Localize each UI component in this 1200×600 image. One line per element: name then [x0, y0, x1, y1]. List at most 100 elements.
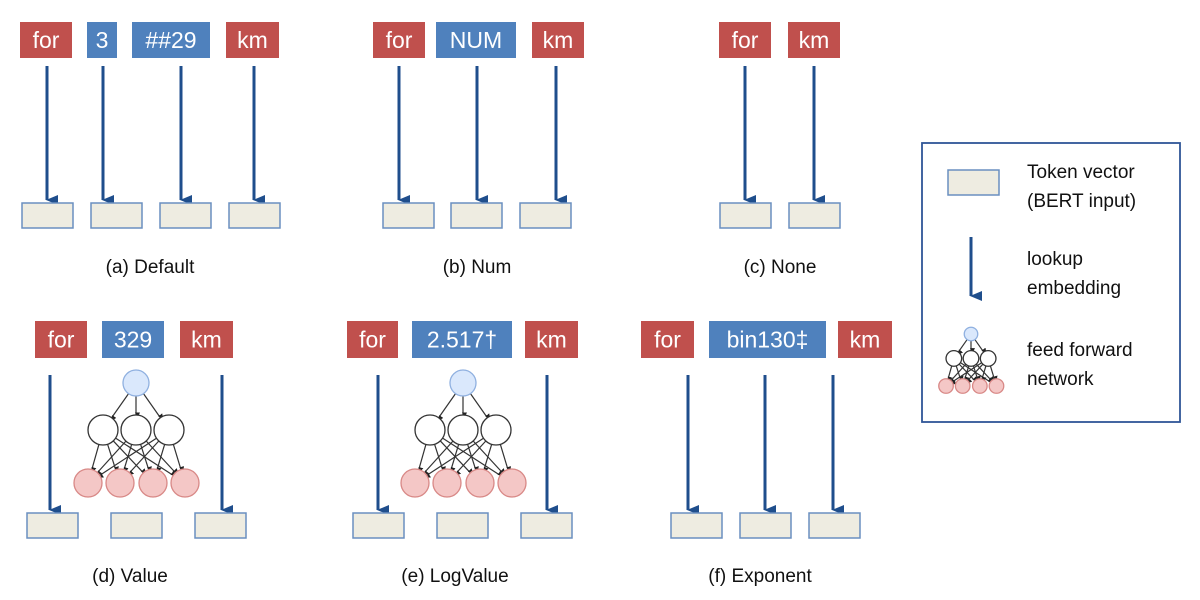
ffn-edge	[423, 440, 454, 476]
ffn-edge	[974, 339, 987, 354]
ffn-edge	[96, 440, 127, 476]
ffn-output-node	[105, 468, 135, 498]
token-label: km	[799, 27, 830, 53]
ffn-hidden-node	[962, 349, 980, 367]
ffn-edge	[438, 393, 457, 421]
token-label: bin130‡	[727, 327, 809, 353]
token-label: for	[732, 27, 759, 53]
ffn-output-node	[954, 378, 971, 394]
ffn-edge	[950, 362, 982, 385]
token-label: km	[536, 327, 567, 353]
panel-caption: (c) None	[744, 257, 817, 278]
legend-arrow-line2: embedding	[1027, 278, 1121, 299]
token-label: ##29	[145, 27, 196, 53]
ffn-edge	[499, 444, 512, 472]
legend-vector-line1: Token vector	[1027, 162, 1135, 183]
ffn-edge	[98, 437, 157, 478]
legend-ffn-line2: network	[1027, 369, 1094, 390]
legend-arrow-line1: lookup	[1027, 249, 1083, 270]
legend-vector-line2: (BERT input)	[1027, 191, 1136, 212]
ffn-output-node	[432, 468, 462, 498]
token-vector	[739, 512, 792, 539]
token-label: 3	[96, 27, 109, 53]
token-label: km	[543, 27, 574, 53]
panel-c: for km (c) None	[719, 22, 841, 278]
token-label: for	[359, 327, 386, 353]
number-token-box	[102, 321, 164, 358]
token-label: 2.517†	[427, 327, 497, 353]
token-label: NUM	[450, 27, 502, 53]
ffn-output-node	[73, 468, 103, 498]
ffn-output-node	[971, 378, 988, 394]
ffn-edge	[418, 444, 427, 473]
word-token-box	[20, 22, 72, 58]
ffn-input-node	[122, 369, 150, 397]
ffn-output-node	[170, 468, 200, 498]
ffn-output-node	[138, 468, 168, 498]
ffn-edge	[947, 365, 953, 382]
token-label: for	[654, 327, 681, 353]
word-token-box	[347, 321, 398, 358]
ffn-edge	[483, 444, 493, 473]
ffn-output-node	[465, 468, 495, 498]
token-label: km	[850, 327, 881, 353]
ffn-edge	[989, 365, 998, 381]
token-label: for	[386, 27, 413, 53]
token-vector	[719, 202, 772, 229]
panel-e: for 2.517† km (e) LogValue	[347, 321, 578, 587]
ffn-output-node	[400, 468, 430, 498]
panel-caption: (f) Exponent	[708, 566, 812, 587]
word-token-box	[641, 321, 694, 358]
ffn-output-node	[988, 378, 1005, 394]
token-label: 329	[114, 327, 152, 353]
token-vector	[670, 512, 723, 539]
panel-f: for bin130‡ km (f) Exponent	[641, 321, 892, 587]
token-vector	[21, 202, 74, 229]
word-token-box	[838, 321, 892, 358]
legend-box: Token vector(BERT input)lookupembeddingf…	[921, 142, 1181, 423]
ffn-hidden-node	[480, 414, 512, 446]
panel-caption: (e) LogValue	[401, 566, 508, 587]
ffn-edge	[111, 393, 130, 421]
token-label: km	[191, 327, 222, 353]
token-vector	[352, 512, 405, 539]
token-vector	[159, 202, 212, 229]
panel-b: for NUM km (b) Num	[373, 22, 584, 278]
number-token-box	[87, 22, 117, 58]
ffn-edge	[950, 363, 967, 384]
ffn-output-node	[938, 378, 954, 394]
panel-caption: (d) Value	[92, 566, 168, 587]
ffn-edge	[172, 444, 185, 472]
ffn-hidden-node	[979, 349, 997, 367]
panel-caption: (b) Num	[443, 257, 512, 278]
word-token-box	[373, 22, 425, 58]
token-vector	[788, 202, 841, 229]
ffn-edge	[981, 365, 987, 382]
token-vector	[228, 202, 281, 229]
ffn-hidden-node	[945, 349, 963, 367]
word-token-box	[525, 321, 578, 358]
token-vector	[436, 512, 489, 539]
panel-caption: (a) Default	[106, 257, 195, 278]
ffn-edge	[469, 393, 491, 419]
token-vector	[26, 512, 79, 539]
ffn-hidden-node	[414, 414, 446, 446]
word-token-box	[180, 321, 233, 358]
token-vector	[194, 512, 247, 539]
token-label: for	[33, 27, 60, 53]
number-token-box	[709, 321, 826, 358]
legend-ffn-icon	[938, 326, 1005, 394]
ffn-hidden-node	[120, 414, 152, 446]
ffn-edge	[957, 339, 968, 355]
token-vector	[808, 512, 861, 539]
number-token-box	[436, 22, 516, 58]
word-token-box	[35, 321, 87, 358]
legend-token-vector	[947, 169, 1000, 196]
ffn-edge	[91, 444, 100, 473]
ffn-edge	[156, 444, 166, 473]
token-vector	[382, 202, 435, 229]
ffn-hidden-node	[153, 414, 185, 446]
